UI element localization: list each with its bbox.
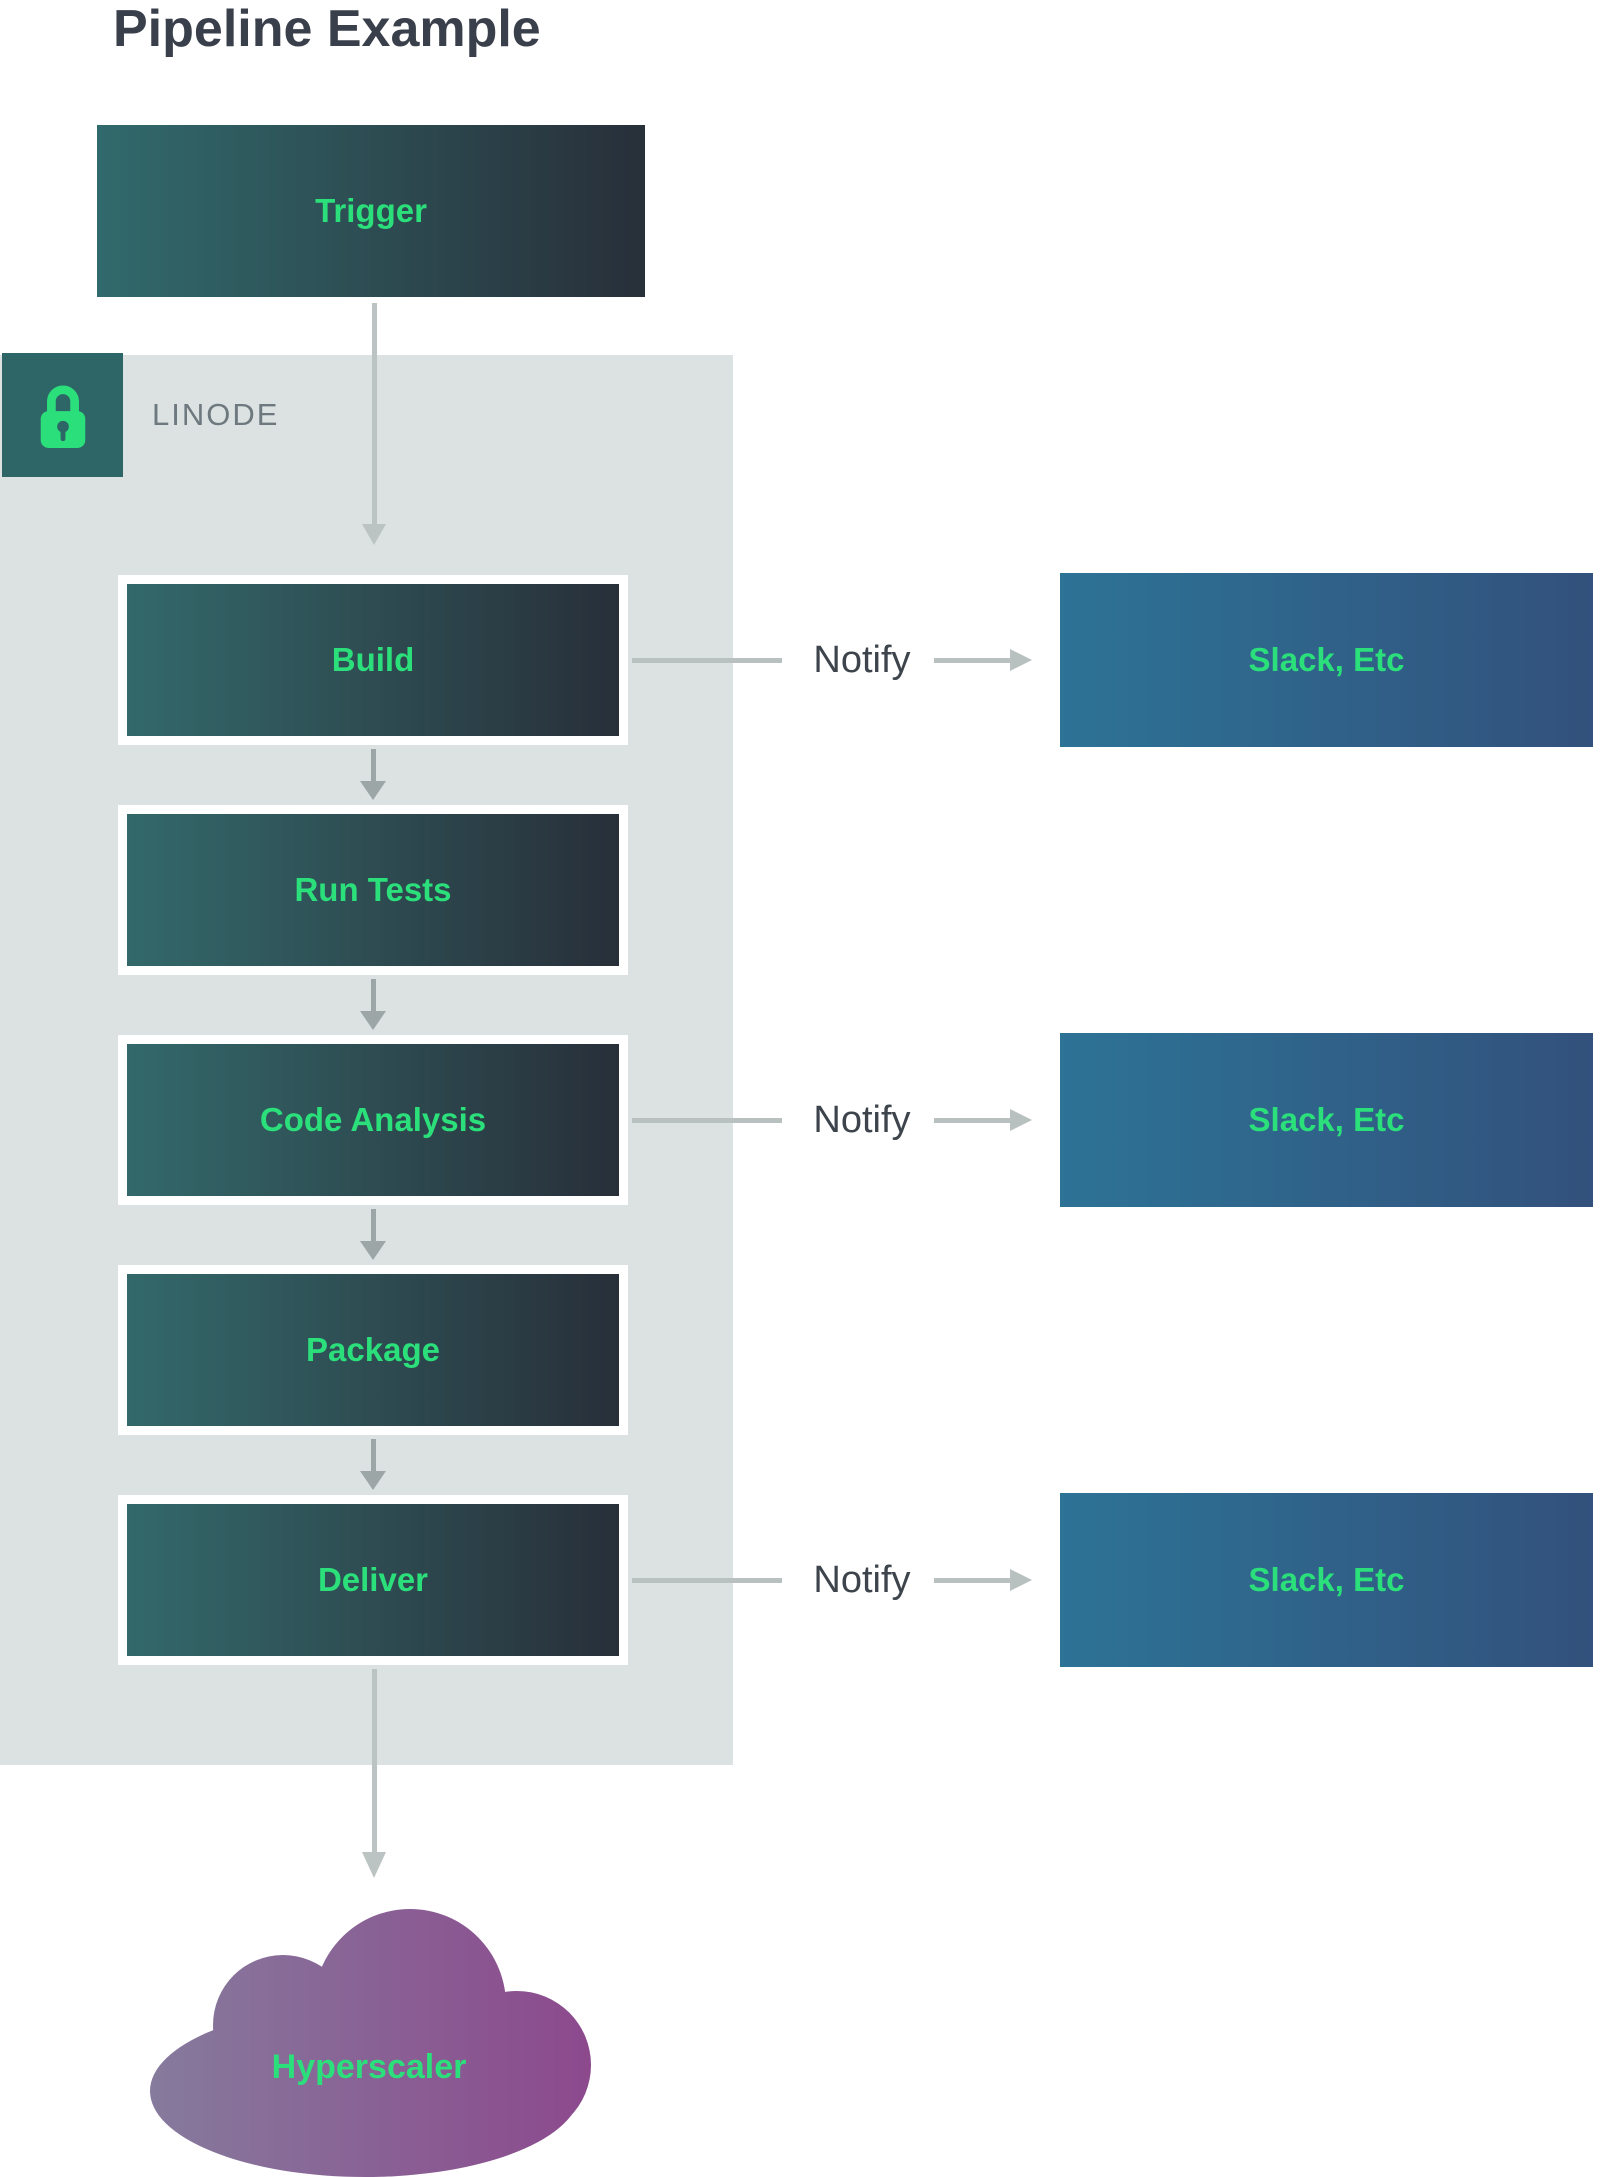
arrowhead-right-icon bbox=[1010, 649, 1032, 671]
notify-label: Notify bbox=[813, 1099, 911, 1141]
provider-label: LINODE bbox=[152, 397, 280, 432]
notify-connector-line bbox=[632, 1578, 782, 1583]
arrowhead-right-icon bbox=[1010, 1109, 1032, 1131]
notification-target-label: Slack, Etc bbox=[1248, 1561, 1405, 1598]
flow-arrow-deliver-line bbox=[372, 1669, 377, 1852]
stage-box-run-tests: Run Tests bbox=[118, 805, 628, 975]
stage-box-deliver: Deliver bbox=[118, 1495, 628, 1665]
notify-arrow-line bbox=[934, 658, 1010, 663]
stage-box-code-analysis: Code Analysis bbox=[118, 1035, 628, 1205]
notify-connector-line bbox=[632, 1118, 782, 1123]
trigger-box: Trigger bbox=[97, 125, 645, 297]
flow-arrow-trigger-line bbox=[372, 303, 377, 524]
page-title: Pipeline Example bbox=[113, 0, 541, 58]
lock-icon bbox=[40, 385, 85, 448]
stage-arrow-line bbox=[371, 1439, 376, 1471]
arrowhead-down-icon bbox=[360, 1011, 386, 1030]
stage-label: Deliver bbox=[317, 1561, 429, 1598]
stage-label: Run Tests bbox=[294, 871, 452, 908]
stage-label: Package bbox=[306, 1331, 440, 1368]
notification-target-box: Slack, Etc bbox=[1060, 573, 1593, 747]
arrowhead-right-icon bbox=[1010, 1569, 1032, 1591]
arrowhead-down-icon bbox=[362, 524, 386, 545]
hyperscaler-cloud: Hyperscaler bbox=[145, 1903, 593, 2177]
arrowhead-down-icon bbox=[360, 781, 386, 800]
stage-arrow-line bbox=[371, 749, 376, 781]
lock-badge bbox=[2, 353, 123, 477]
stage-arrow-line bbox=[371, 1209, 376, 1241]
notify-arrow-line bbox=[934, 1578, 1010, 1583]
notification-target-label: Slack, Etc bbox=[1248, 641, 1405, 678]
notification-target-label: Slack, Etc bbox=[1248, 1101, 1405, 1138]
cloud-icon bbox=[150, 1909, 591, 2177]
stage-box-build: Build bbox=[118, 575, 628, 745]
notify-arrow-line bbox=[934, 1118, 1010, 1123]
destination-label: Hyperscaler bbox=[271, 2048, 467, 2086]
stage-arrow-line bbox=[371, 979, 376, 1011]
notify-label: Notify bbox=[813, 639, 911, 681]
arrowhead-down-icon bbox=[360, 1241, 386, 1260]
stage-box-package: Package bbox=[118, 1265, 628, 1435]
notify-label: Notify bbox=[813, 1559, 911, 1601]
notification-target-box: Slack, Etc bbox=[1060, 1033, 1593, 1207]
arrowhead-down-icon bbox=[360, 1471, 386, 1490]
trigger-label: Trigger bbox=[315, 192, 427, 229]
stage-label: Build bbox=[331, 641, 415, 678]
notification-target-box: Slack, Etc bbox=[1060, 1493, 1593, 1667]
stage-label: Code Analysis bbox=[259, 1101, 487, 1138]
notify-connector-line bbox=[632, 658, 782, 663]
arrowhead-down-icon bbox=[362, 1852, 386, 1878]
